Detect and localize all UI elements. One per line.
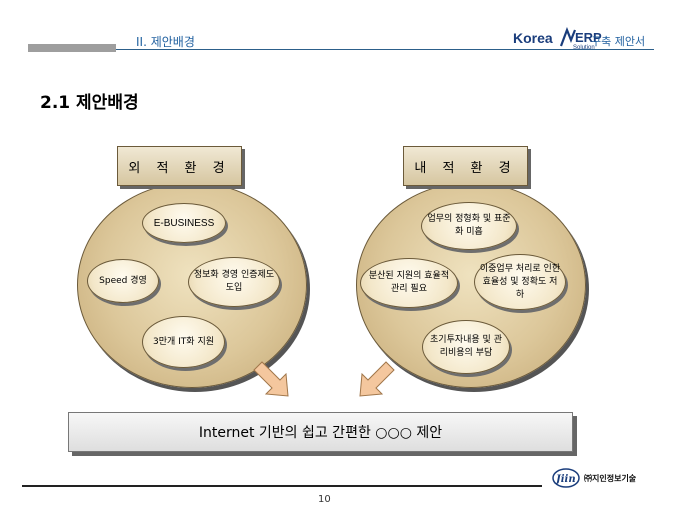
logo-korea-text: Korea	[513, 30, 553, 46]
external-item-ebusiness: E-BUSINESS	[142, 203, 226, 243]
footer-rule	[22, 485, 542, 487]
page-number: 10	[318, 494, 331, 505]
external-item-certification: 정보화 경영 인증제도 도입	[188, 257, 280, 307]
logo-mark-icon	[559, 27, 577, 47]
jiin-logo-icon: Jiin	[552, 468, 580, 488]
logo-solution-text: Solution	[573, 45, 595, 51]
jiin-logo-text: Jiin	[554, 474, 576, 485]
section-label: II. 제안배경	[136, 35, 195, 49]
conclusion-box: Internet 기반의 쉽고 간편한 ○○○ 제안	[68, 412, 573, 452]
internal-item-duplicate-work: 이중업무 처리로 인한 효율성 및 정확도 저하	[474, 254, 566, 310]
internal-item-standardization: 업무의 정형화 및 표준화 미흡	[421, 202, 517, 250]
page-title: 2.1 제안배경	[40, 93, 139, 113]
arrow-down-left-icon	[359, 361, 395, 397]
external-heading: 외 적 환 경	[117, 146, 242, 186]
internal-heading: 내 적 환 경	[403, 146, 528, 186]
internal-item-initial-cost: 초기투자내용 및 관리비용의 부담	[422, 320, 510, 374]
footer-company: ㈜지인정보기술	[584, 474, 637, 483]
logo-erp-text: ERP	[575, 30, 602, 45]
header-bar	[28, 44, 116, 52]
header-tag: 구축 제안서	[591, 35, 646, 48]
internal-item-distributed: 분산된 지원의 효율적 관리 필요	[360, 258, 458, 308]
arrow-down-right-icon	[253, 361, 289, 397]
external-item-speed: Speed 경영	[87, 259, 159, 303]
external-item-it-support: 3만개 IT화 지원	[142, 316, 225, 368]
header-rule	[116, 49, 654, 50]
